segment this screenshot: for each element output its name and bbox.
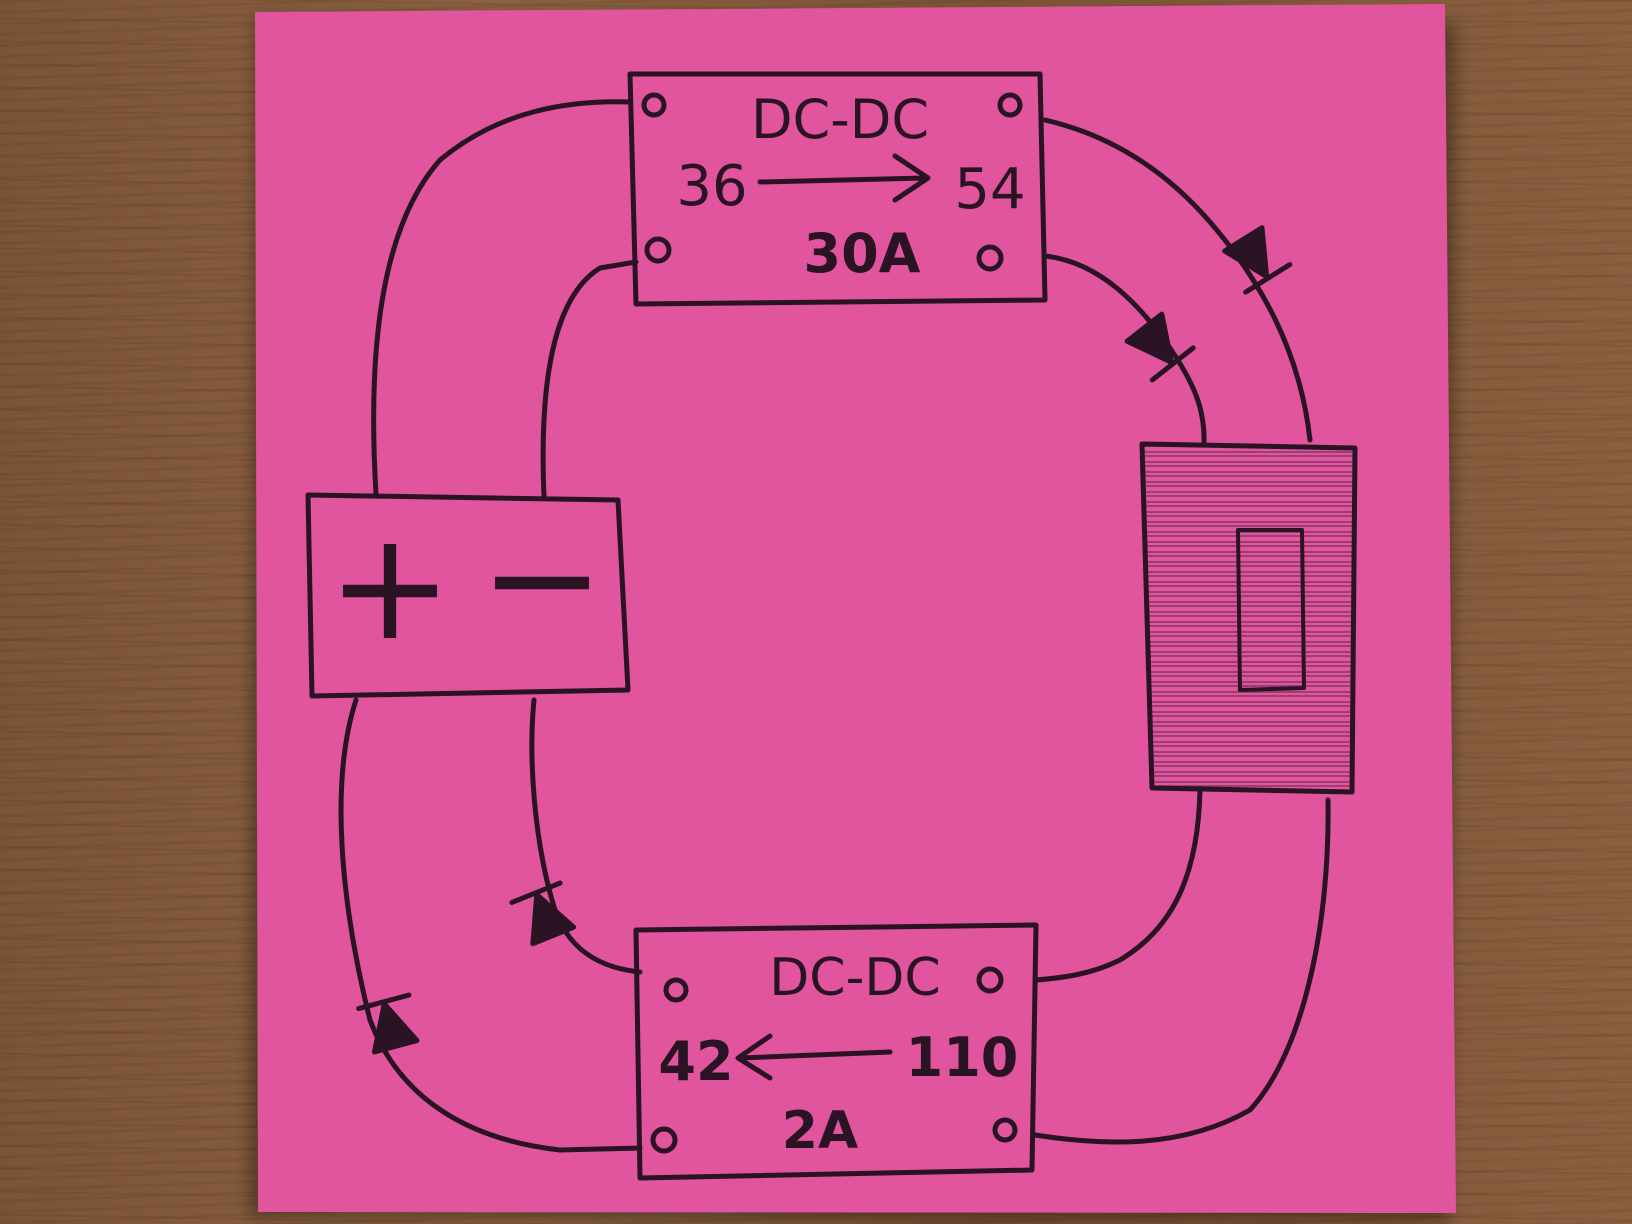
converter-bottom-box [633,922,1039,1181]
wire [1032,797,1331,1145]
load [1139,441,1358,795]
wire [1033,787,1203,983]
converter-bottom-input-voltage: 110 [906,1026,1019,1089]
diode-icon [356,992,420,1055]
load-inner-window [1236,528,1306,692]
diodes [356,225,1293,1055]
diode-icon [1124,311,1196,383]
dc-dc-converter-top [627,71,1048,307]
battery-box [305,492,631,699]
mount-hole-icon [641,92,667,118]
mount-hole-icon [650,1126,678,1154]
wire [1042,117,1313,443]
wire [371,99,633,497]
converter-top-input-voltage: 36 [676,154,747,219]
mount-hole-icon [644,236,672,264]
wire [529,697,643,975]
right-arrow-icon [757,153,931,203]
battery-positive-terminal: + [327,500,453,674]
battery-negative-terminal: − [479,492,605,666]
left-arrow-icon [735,1033,893,1081]
wire [540,259,639,499]
converter-top-title: DC-DC [751,88,929,151]
mount-hole-icon [663,977,689,1003]
mount-hole-icon [976,966,1004,994]
converter-bottom-output-voltage: 42 [658,1030,733,1093]
mount-hole-icon [992,1117,1018,1143]
dc-dc-converter-bottom [633,922,1039,1181]
wiring [338,99,1331,1153]
mount-hole-icon [976,244,1004,272]
wire [338,697,643,1153]
converter-top-output-voltage: 54 [954,157,1025,222]
hatched-load-icon [1139,441,1358,795]
converter-top-box [627,71,1048,307]
converter-bottom-title: DC-DC [769,948,940,1008]
diode-icon [509,880,577,947]
converter-bottom-current: 2A [782,1101,858,1161]
mount-hole-icon [997,92,1023,118]
diode-icon [1222,225,1293,295]
converter-top-current: 30A [804,222,921,285]
battery [305,492,631,699]
